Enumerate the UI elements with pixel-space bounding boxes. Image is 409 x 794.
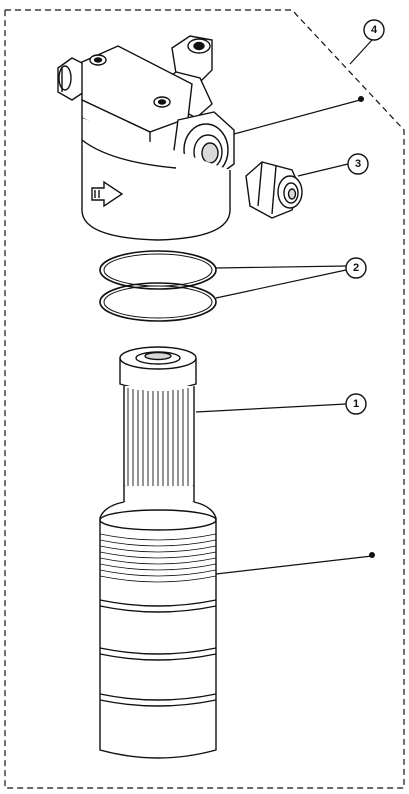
callout-4-label: 4 (371, 24, 378, 36)
callout-1-label: 1 (353, 398, 359, 410)
reference-dot-bowl (369, 552, 375, 558)
leader-3 (297, 163, 349, 177)
fitting-item-3 (245, 161, 303, 219)
filter-element-item-1 (119, 346, 197, 509)
leader-lines (195, 39, 373, 575)
leader-dot-bowl (215, 555, 373, 575)
leader-2a (215, 265, 347, 269)
leader-1 (195, 403, 347, 413)
leader-2b (215, 269, 347, 299)
filter-head (57, 35, 235, 241)
filter-bowl (99, 501, 217, 759)
callout-2-label: 2 (353, 262, 359, 274)
reference-dot-head (358, 96, 364, 102)
leader-dot-head (233, 99, 361, 135)
o-rings-item-2 (99, 250, 217, 322)
callout-1: 1 (345, 393, 367, 415)
callout-3-label: 3 (355, 158, 361, 170)
callout-4: 4 (363, 19, 385, 41)
callout-3: 3 (347, 153, 369, 175)
leader-4 (349, 39, 373, 65)
assembly-boundary-dashed (4, 9, 405, 789)
callout-2: 2 (345, 257, 367, 279)
